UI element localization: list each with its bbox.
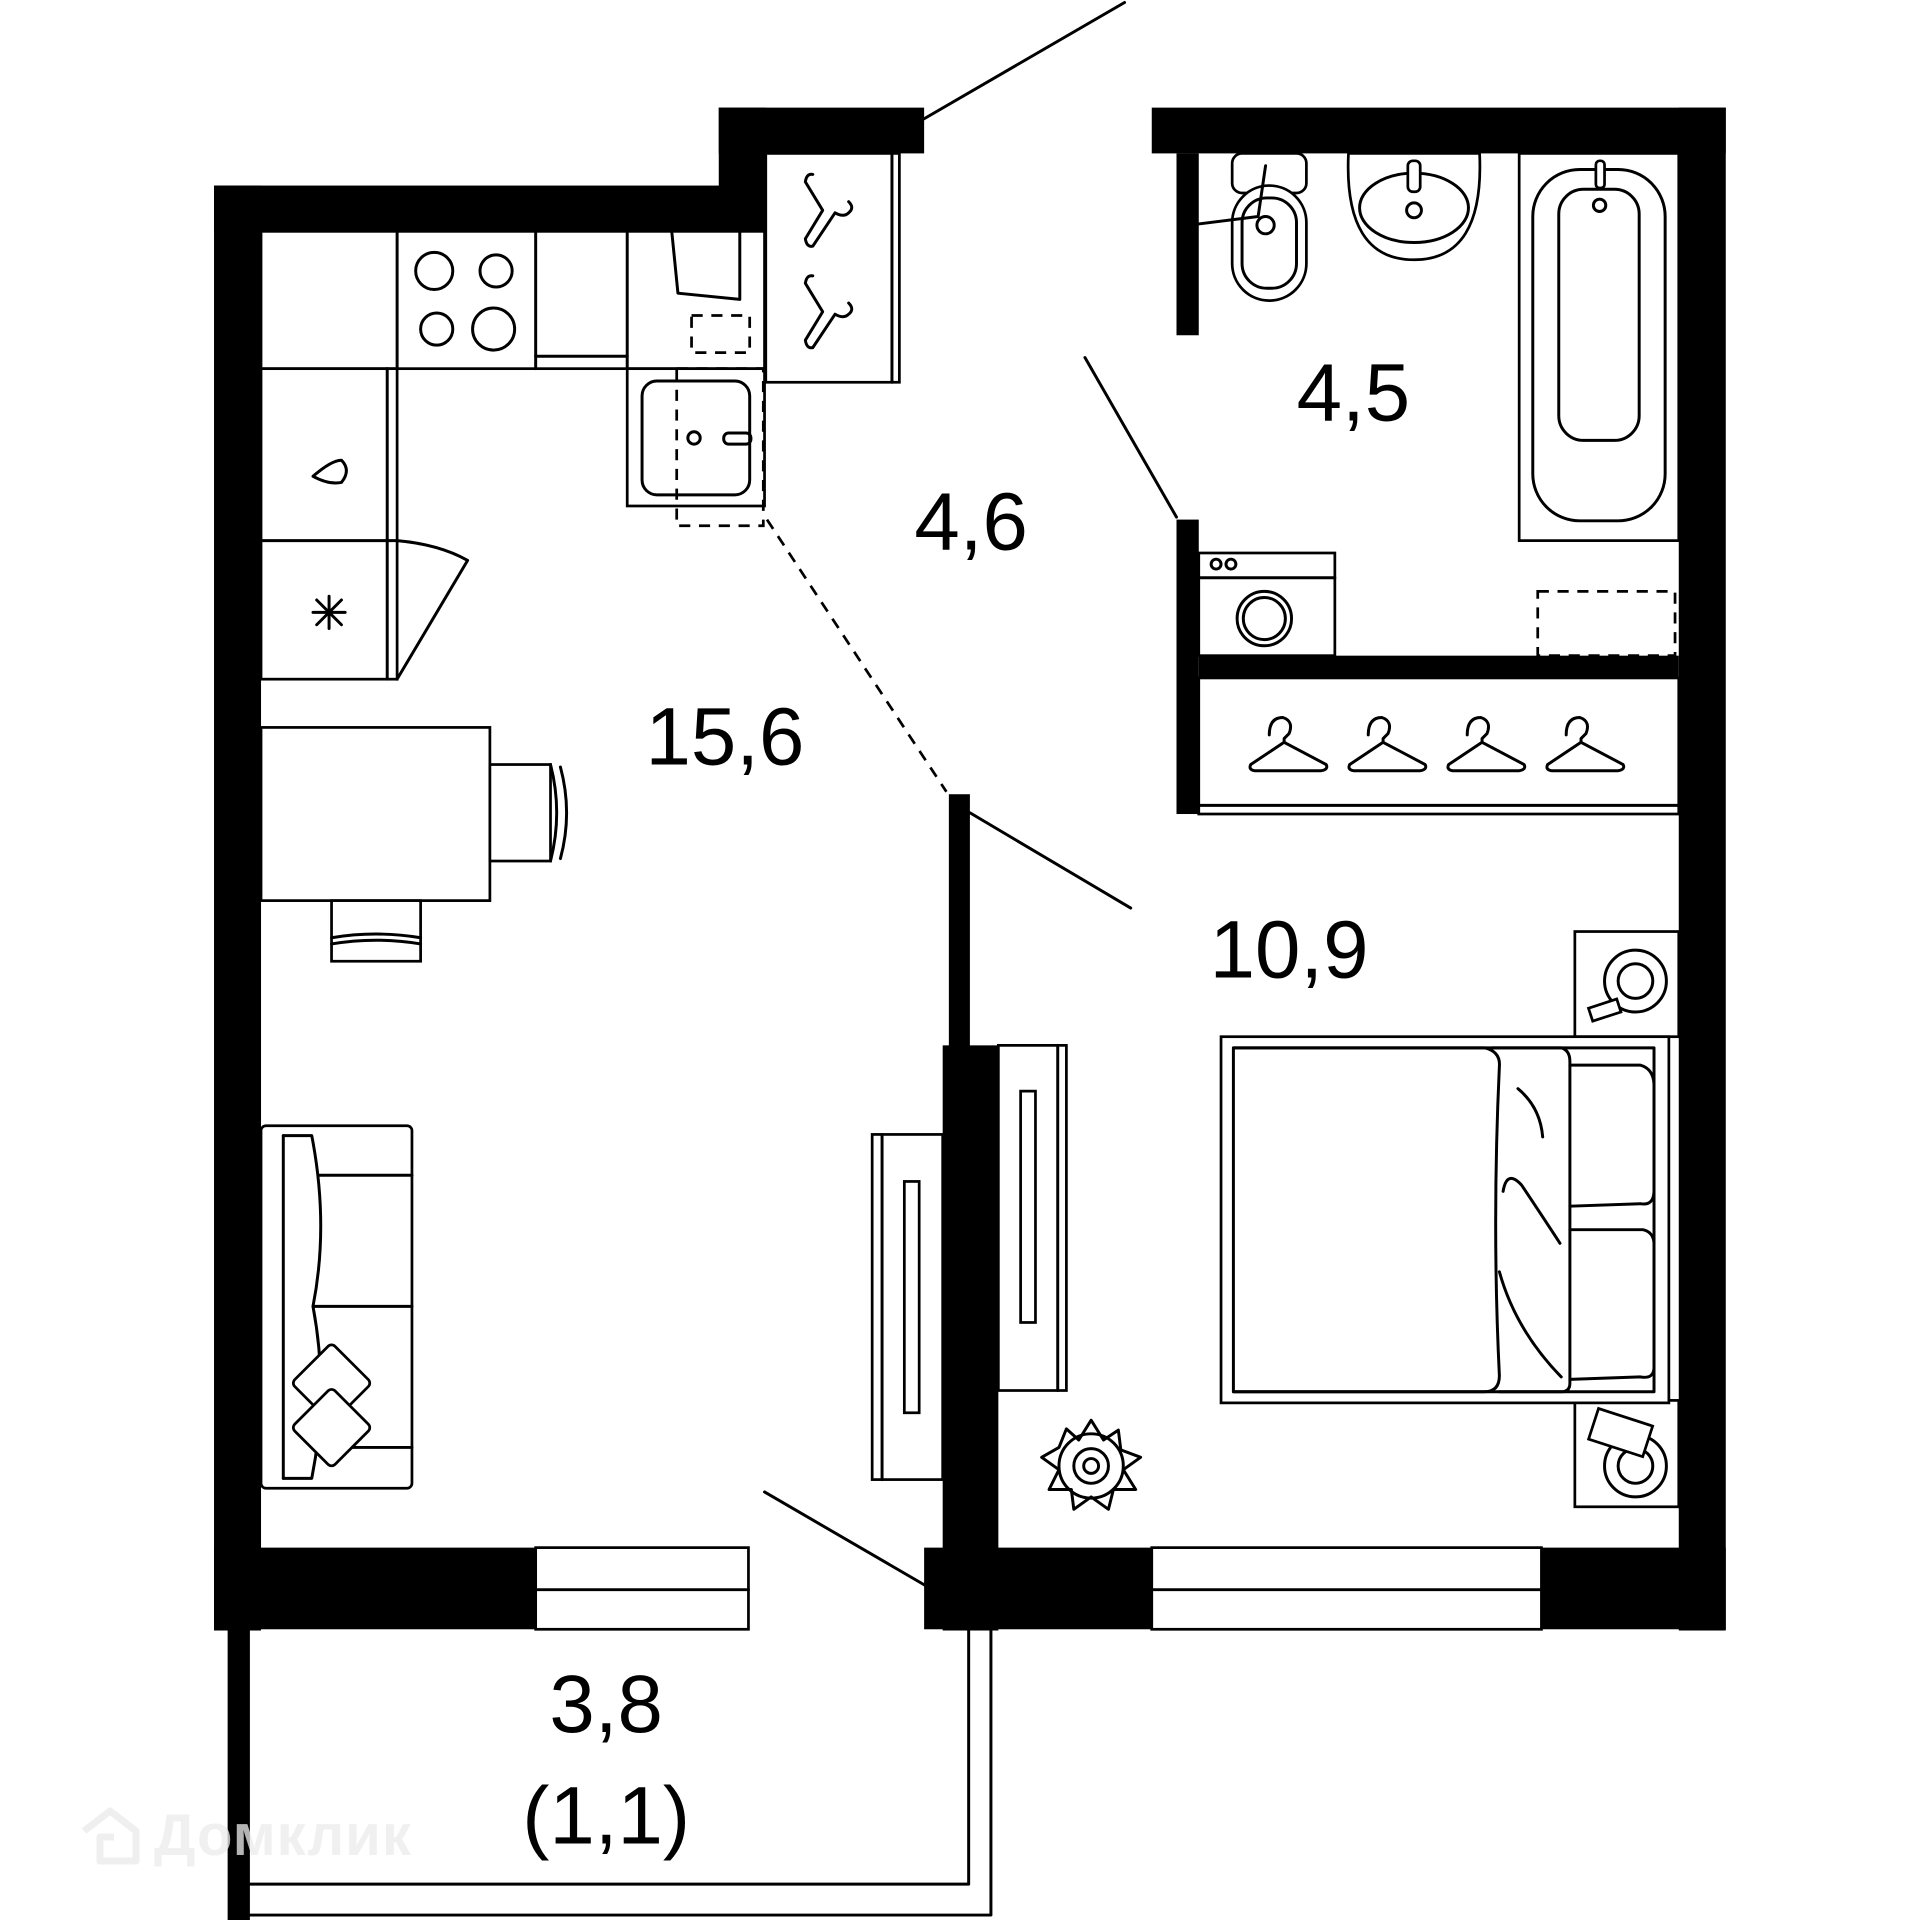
watermark: Домклик [78, 1800, 412, 1870]
stove-icon [414, 250, 517, 352]
freezer-icon [311, 594, 347, 630]
tv-cabinet [870, 1043, 1068, 1482]
kitchen-furniture [259, 229, 766, 681]
hanger-icon [803, 274, 854, 350]
room-labels: 15,6 4,6 4,5 10,9 3,8 (1,1) [522, 348, 1410, 1862]
area-label-hallway: 4,6 [914, 476, 1027, 567]
bedroom-wardrobe [1197, 676, 1681, 816]
doors [763, 0, 1178, 1587]
balcony-door [763, 1490, 926, 1587]
washing-machine-icon [1235, 589, 1294, 648]
windows [534, 1546, 1543, 1631]
bedroom-door [968, 811, 1133, 910]
hanger-icon [803, 172, 854, 248]
area-label-living-kitchen: 15,6 [646, 692, 805, 783]
hanger-icons [1248, 716, 1626, 773]
water-drop-icon [311, 458, 348, 485]
house-logo-icon [81, 1807, 140, 1865]
bathroom-fixtures [1197, 152, 1681, 658]
balcony [248, 1627, 993, 1917]
bathroom-door [1083, 356, 1178, 519]
hall-wardrobe [764, 151, 901, 384]
dining-table [259, 726, 569, 963]
bed [1219, 930, 1681, 1509]
plant-icon [1040, 1418, 1143, 1511]
walls [214, 107, 1726, 1920]
watermark-text: Домклик [154, 1802, 412, 1868]
area-label-bedroom: 10,9 [1210, 904, 1369, 995]
area-label-balcony-reduced: (1,1) [522, 1770, 690, 1861]
area-label-bathroom: 4,5 [1297, 348, 1410, 439]
entrance-door [922, 0, 1127, 121]
sofa [259, 1124, 414, 1490]
area-label-balcony: 3,8 [549, 1659, 662, 1750]
kitchen-zone-divider [765, 518, 948, 793]
dishwasher-icon [670, 229, 742, 301]
